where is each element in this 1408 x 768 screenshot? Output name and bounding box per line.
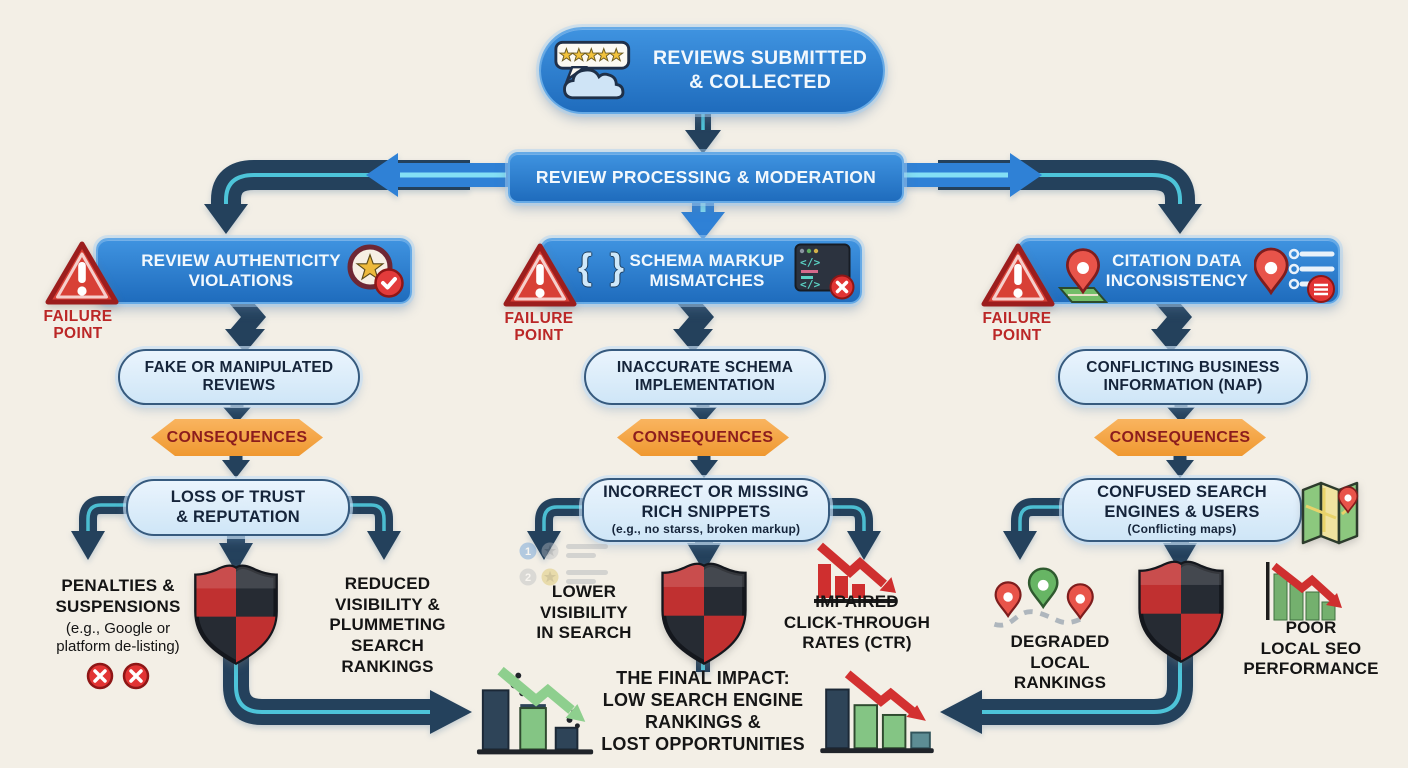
bolt-arrow-col2 [673, 303, 714, 353]
start-node: REVIEWS SUBMITTED & COLLECTED [539, 27, 885, 114]
x-circle-icon [86, 662, 114, 690]
map-pin-icon [1057, 248, 1109, 303]
issue-inaccurate-schema: INACCURATE SCHEMA IMPLEMENTATION [584, 349, 826, 405]
issue-fake-reviews: FAKE OR MANIPULATED REVIEWS [118, 349, 360, 405]
svg-text:</>: </> [800, 256, 821, 269]
penalties-note: (e.g., Google or platform de-listing) [56, 620, 180, 655]
final-impact-label: THE FINAL IMPACT: LOW SEARCH ENGINE RANK… [601, 668, 805, 754]
crumbling-chart-icon [476, 666, 594, 755]
branches-col2 [527, 498, 881, 572]
curly-braces-icon: { } [578, 246, 629, 287]
outcome-penalties: PENALTIES & SUSPENSIONS (e.g., Google or… [28, 576, 208, 690]
ctr-decline-chart-icon [814, 542, 896, 603]
start-label: REVIEWS SUBMITTED & COLLECTED [653, 47, 868, 93]
schema-header-label: SCHEMA MARKUP MISMATCHES [629, 250, 785, 290]
elbow-right-pipe [938, 160, 1202, 234]
consequences-banner-3: CONSEQUENCES [1094, 419, 1266, 456]
branches-col1 [71, 496, 401, 572]
result-loss-of-trust: LOSS OF TRUST & REPUTATION [126, 479, 350, 536]
svg-text:2: 2 [525, 572, 531, 584]
result-note-2: (e.g., no starss, broken markup) [611, 522, 801, 537]
warning-triangle-icon [45, 241, 119, 305]
declining-rankings-chart-icon [820, 670, 934, 754]
issue-conflicting-nap: CONFLICTING BUSINESS INFORMATION (NAP) [1058, 349, 1308, 405]
outcome-degraded-rankings: DEGRADED LOCAL RANKINGS [1010, 632, 1110, 693]
warning-triangle-icon [981, 243, 1055, 307]
elbow-shield1-final [223, 652, 472, 734]
consequences-banner-1: CONSEQUENCES [151, 419, 323, 456]
bolt-arrow-col1 [225, 303, 266, 353]
security-shield-icon [661, 562, 747, 665]
folded-map-pin-icon [1301, 481, 1359, 545]
blue-arrow-down-center [681, 200, 725, 240]
citation-inconsistency-header: CITATION DATA INCONSISTENCY [1018, 238, 1340, 304]
elbow-left-pipe [204, 160, 470, 234]
process-node: REVIEW PROCESSING & MODERATION [508, 152, 904, 203]
map-pins-path-icon [993, 567, 1094, 628]
authenticity-violations-header: REVIEW AUTHENTICITY VIOLATIONS [96, 238, 412, 304]
outcome-poor-local-seo: POOR LOCAL SEO PERFORMANCE [1243, 618, 1379, 679]
blue-arrow-right [898, 153, 1042, 197]
result-label-1: LOSS OF TRUST & REPUTATION [170, 488, 306, 526]
schema-mismatches-header: { } SCHEMA MARKUP MISMATCHES </> </> [540, 238, 862, 304]
red-x-circles [28, 662, 208, 690]
faded-search-results-icon: 1 2 [519, 542, 608, 586]
failure-point-label-3: FAILURE POINT [982, 310, 1052, 345]
failure-point-label-2: FAILURE POINT [504, 310, 574, 345]
result-missing-snippets: INCORRECT OR MISSING RICH SNIPPETS (e.g.… [582, 478, 830, 542]
penalties-label: PENALTIES & SUSPENSIONS [55, 576, 181, 616]
result-confused-engines: CONFUSED SEARCH ENGINES & USERS (Conflic… [1062, 478, 1302, 542]
authenticity-header-label: REVIEW AUTHENTICITY VIOLATIONS [141, 250, 341, 290]
code-window-error-icon: </> </> [794, 243, 855, 300]
elbow-shield3-final [940, 652, 1193, 734]
failure-point-label-1: FAILURE POINT [43, 308, 113, 343]
blue-arrow-left [366, 153, 510, 197]
result-label-2: INCORRECT OR MISSING RICH SNIPPETS [603, 483, 809, 521]
consequences-banner-2: CONSEQUENCES [617, 419, 789, 456]
pin-list-error-icon [1254, 247, 1335, 303]
arrow-consequences-result [222, 456, 1194, 478]
star-check-badge-icon [347, 244, 404, 298]
outcome-reduced-visibility: REDUCED VISIBILITY & PLUMMETING SEARCH R… [329, 574, 446, 676]
result-note-3: (Conflicting maps) [1127, 522, 1237, 537]
warning-triangle-icon [503, 243, 577, 307]
result-label-3: CONFUSED SEARCH ENGINES & USERS [1097, 483, 1267, 521]
svg-text:</>: </> [800, 278, 821, 291]
reviews-stars-cloud-icon [554, 40, 631, 99]
outcome-lower-visibility: LOWER VISIBILITY IN SEARCH [536, 582, 632, 643]
security-shield-icon [1138, 560, 1224, 663]
process-label: REVIEW PROCESSING & MODERATION [535, 167, 877, 187]
bolt-arrow-col3 [1151, 303, 1192, 353]
security-shield-icon [194, 564, 278, 665]
arrow-start-to-process [685, 110, 721, 154]
outcome-impaired-ctr: IMPAIRED CLICK-THROUGH RATES (CTR) [783, 592, 931, 653]
local-seo-decline-chart-icon [1266, 562, 1342, 621]
x-circle-icon [122, 662, 150, 690]
citation-header-label: CITATION DATA INCONSISTENCY [1105, 250, 1249, 290]
branches-col3 [1003, 498, 1197, 572]
svg-text:1: 1 [525, 546, 531, 558]
